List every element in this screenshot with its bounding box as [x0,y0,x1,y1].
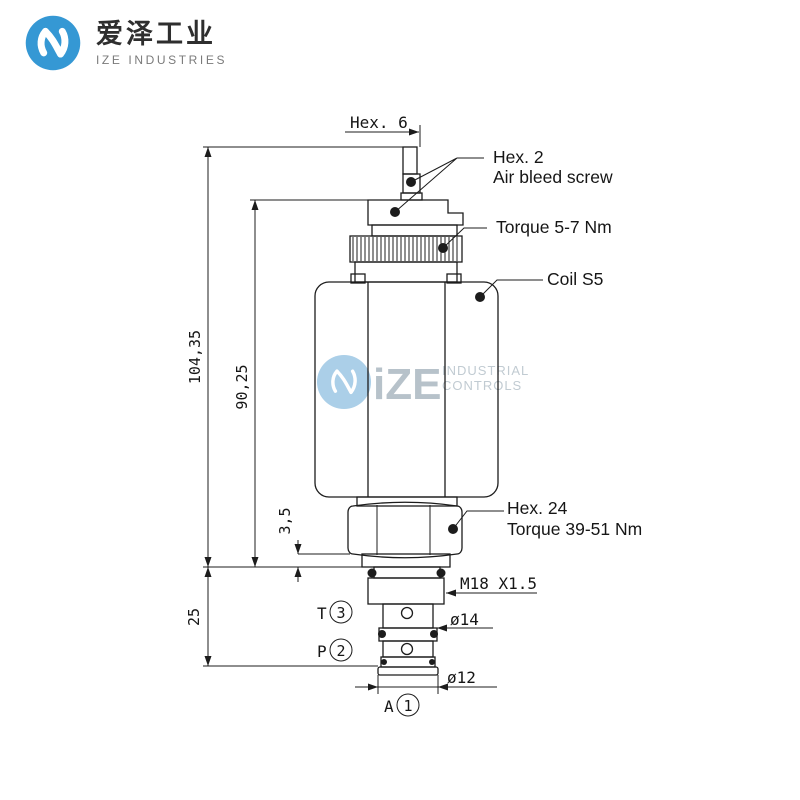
brand-name-cn: 爱泽工业 [96,19,216,50]
dim-total-text: 104,35 [186,330,204,384]
seal-1-right [430,630,438,638]
ize-logo-icon [25,15,81,71]
label-coil: Coil S5 [547,269,603,289]
port-t-letter: T [317,604,327,623]
leader-torque-top [442,227,487,249]
flange [356,496,458,507]
port-t-number: 3 [336,604,345,622]
cap-band [371,224,458,237]
port-p-circle [329,638,353,662]
dim-dia12-lines [355,675,497,694]
port-t-hole [400,606,414,620]
brand-name-en: IZE INDUSTRIES [96,52,228,67]
port-a-circle [396,693,420,717]
leader-callouts: Hex. 2 Air bleed screw Torque 5-7 Nm Coi… [390,147,642,539]
dimension-lines: 104,35 90,25 3,5 25 Hex. 6 M18 X1.5 ø14 [185,113,537,694]
oring-seal-left [367,568,377,578]
dim-washer-arrows [294,544,302,577]
label-hex2: Hex. 2 [493,147,544,167]
oring-seal-right [436,568,446,578]
watermark-logo-n-glyph [331,369,357,394]
dim-dia14-arrow [437,624,447,632]
watermark: iZE INDUSTRIAL CONTROLS [317,355,529,409]
port-p-letter: P [317,642,327,661]
dim-body-text: 90,25 [233,364,251,409]
label-torque-bottom: Torque 39-51 Nm [507,519,642,539]
oring-neck [373,566,441,579]
logo-n-glyph [37,27,69,58]
brand-header: 爱泽工业 IZE INDUSTRIES [24,14,227,72]
port-labels: T 3 P 2 A 1 [317,600,420,717]
watermark-line2: CONTROLS [442,378,522,393]
watermark-line1: INDUSTRIAL [442,363,529,378]
coil-tube-lines [367,282,446,497]
label-air-bleed: Air bleed screw [493,167,613,187]
brand-names: 爱泽工业 IZE INDUSTRIES [96,19,227,66]
seal-groove-1 [378,627,438,642]
port-t-circle [329,600,353,624]
tube-cap [367,199,464,226]
air-bleed-screw-collar [400,192,423,201]
air-bleed-screw-stem [402,146,418,175]
label-hex24: Hex. 24 [507,498,568,518]
dim-cartridge-text: 25 [185,608,203,626]
thread-section [367,577,445,605]
seal-groove-2 [380,656,436,668]
dim-thread-text: M18 X1.5 [460,574,537,593]
dim-dia14-text: ø14 [450,610,479,629]
port-p-hole [400,642,414,656]
seal-2-left [381,659,387,665]
leader-hex2 [394,157,484,213]
nose-tip [377,666,439,676]
label-torque-top: Torque 5-7 Nm [496,217,612,237]
valve-body [314,146,499,676]
hex-nut [347,501,463,559]
coil-tab-left [350,273,366,284]
dim-hex6-arrow [409,128,419,136]
dim-cartridge-arrows [204,567,212,666]
knurl-hatching [352,237,458,261]
dim-washer-text: 3,5 [276,507,294,534]
watermark-wordmark: iZE [373,360,441,409]
dim-thread-arrow [446,589,456,597]
port-p-number: 2 [336,642,345,660]
leader-coil [479,279,543,298]
seal-1-left [378,630,386,638]
coil-tab-right [446,273,462,284]
dim-dia12-text: ø12 [447,668,476,687]
seal-2-right [429,659,435,665]
hex-nut-face-lines [376,505,431,555]
port-a-letter: A [384,697,394,716]
leader-hex24 [452,510,504,530]
coil-top-band [354,261,458,283]
dim-hex6-text: Hex. 6 [350,113,408,132]
port-a-number: 1 [403,697,412,715]
extension-lines [203,146,403,667]
